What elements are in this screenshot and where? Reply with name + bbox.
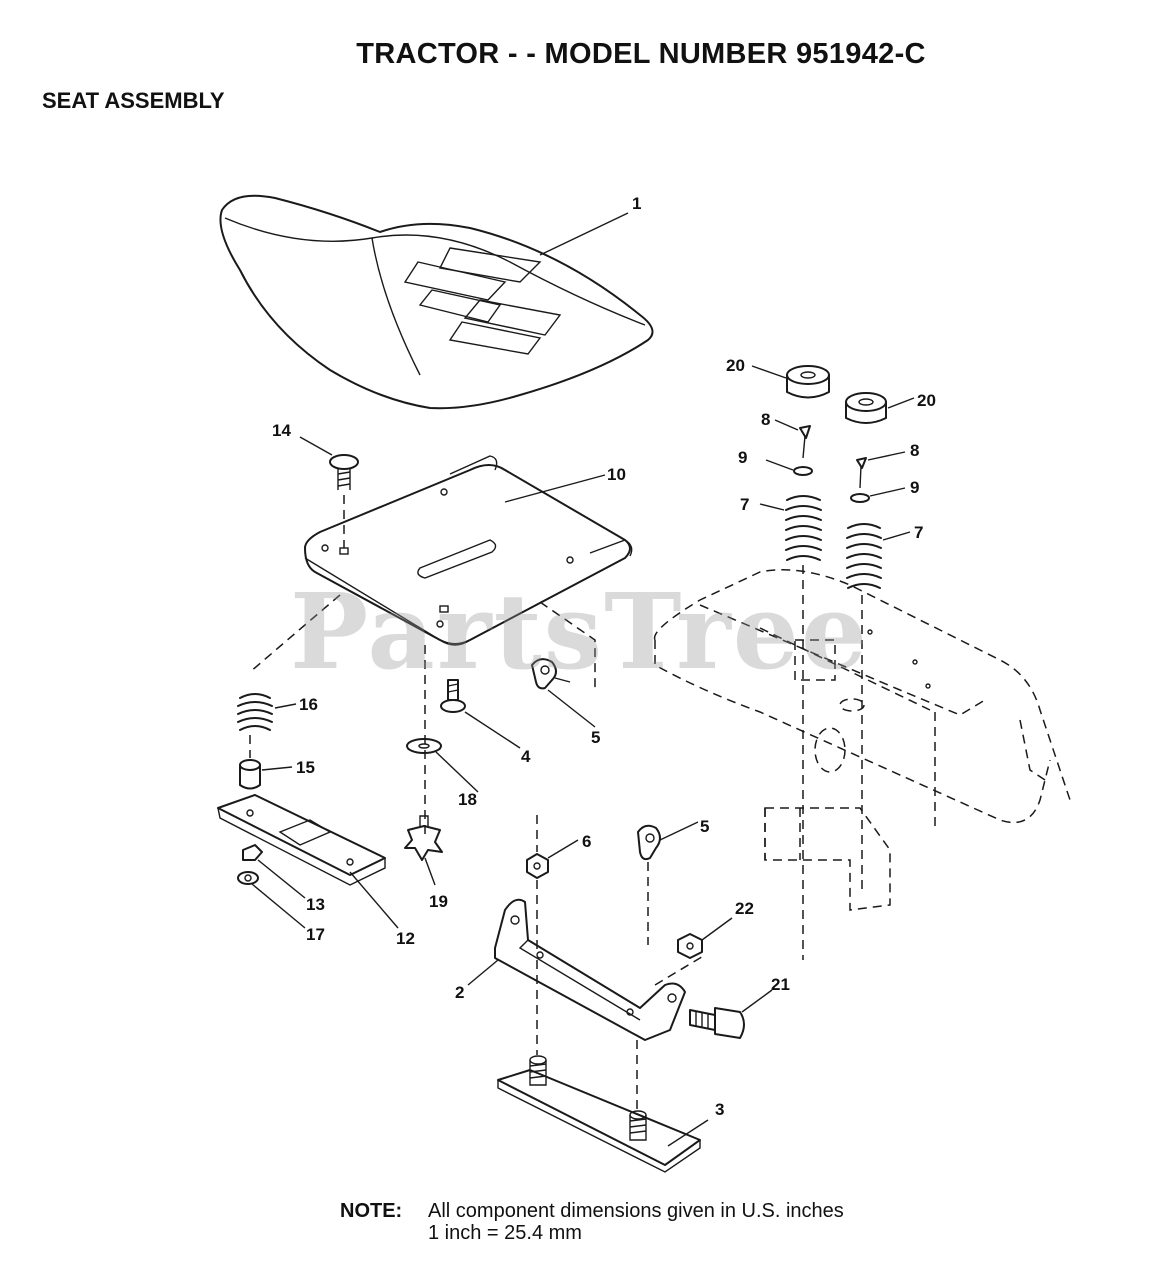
callout-spring-left: 7 [740,495,749,514]
callout-spacer: 15 [296,758,315,777]
callout-washer-right: 9 [910,478,919,497]
washer-right [850,493,870,503]
spring-16 [237,693,273,731]
spring-right [846,523,882,589]
callout-slide-rail: 12 [396,929,415,948]
washer-left [793,466,813,476]
nut-22 [677,933,703,959]
callout-washer-left: 9 [738,448,747,467]
callout-seat: 1 [632,194,641,213]
callout-nut-6: 6 [582,832,591,851]
diagram-title: TRACTOR - - MODEL NUMBER 951942-C [356,38,926,70]
callout-nut-22: 22 [735,899,754,918]
callout-screw-4: 4 [521,747,531,766]
knob [404,815,443,861]
note-line-2: 1 inch = 25.4 mm [428,1222,582,1244]
slide-rail [217,794,386,886]
note-label: NOTE: [340,1200,403,1222]
callout-spring-16: 16 [299,695,318,714]
mounting-bracket [494,898,686,1041]
callout-pin-left: 8 [761,410,770,429]
callout-nut-17: 17 [306,925,325,944]
section-title: SEAT ASSEMBLY [42,88,225,113]
base-plate [497,1055,701,1173]
clip-a [531,658,571,690]
pin-right [856,457,867,489]
nut-6 [526,853,549,879]
callout-seat-pan: 10 [607,465,626,484]
fender-housing [653,569,1071,911]
callout-shoulder-bolt: 21 [771,975,790,994]
carriage-bolt [329,454,359,490]
note: NOTE: All component dimensions given in U… [340,1200,844,1244]
shoulder-bolt [689,1007,745,1039]
nut-13 [242,844,263,861]
clip-b [637,824,661,861]
callout-pin-right: 8 [910,441,919,460]
callout-clip-b: 5 [700,817,709,836]
washer-18 [406,738,442,754]
screw-4 [440,679,466,713]
callout-knob: 19 [429,892,448,911]
spring-left [785,495,822,561]
bumper-right [845,392,887,424]
callout-spring-right: 7 [914,523,923,542]
spacer [239,759,261,790]
nut-17 [237,871,259,885]
seat-pan [304,455,633,646]
callout-bumper-right: 20 [917,391,936,410]
callout-nut-13: 13 [306,895,325,914]
pin-left [799,425,811,459]
callout-washer-18: 18 [458,790,477,809]
callout-base-plate: 3 [715,1100,724,1119]
callout-bracket: 2 [455,983,464,1002]
callout-clip-a: 5 [591,728,600,747]
seat [219,194,654,410]
callout-carriage-bolt: 14 [272,421,291,440]
note-line-1: All component dimensions given in U.S. i… [428,1200,844,1222]
callout-bumper-left: 20 [726,356,745,375]
bumper-left [786,365,830,399]
